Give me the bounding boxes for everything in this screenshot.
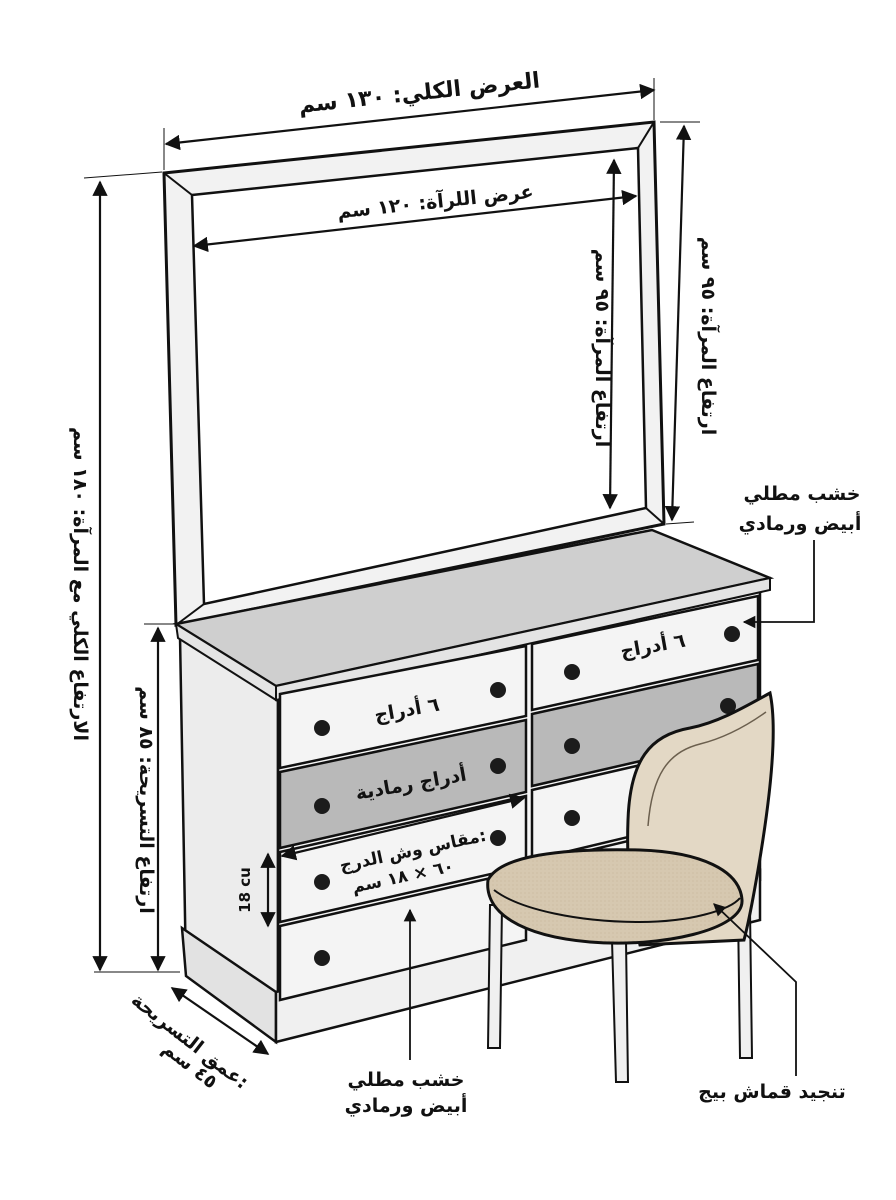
total-height-label: الارتفاع الكلي مع المرآة: ١٨٠ سم [69, 427, 93, 741]
knob [564, 810, 580, 826]
mirror-outer-height-line [664, 124, 692, 522]
drawer-left-4 [278, 868, 528, 1002]
mirror-outer-height-label: ارتفاع المرآة: ٩٥ سم [697, 237, 721, 436]
knob [490, 682, 506, 698]
chair-leg [486, 904, 504, 1049]
leader-upholstery [713, 903, 797, 1076]
knob [564, 738, 580, 754]
knob [564, 664, 580, 680]
knob [724, 626, 740, 642]
wood-right-label-2: أبيض ورمادي [739, 511, 862, 536]
knob [720, 698, 736, 714]
knob [314, 798, 330, 814]
overall-width-label: العرض الكلي: ١٣٠ سم [298, 68, 542, 118]
dresser-height-label: ارتفاع التسريحة: ٨٥ سم [135, 686, 157, 914]
overall-width-line [164, 83, 656, 151]
drawer-front-width-line [280, 793, 526, 861]
wood-bottom-label-1: خشب مطلي [347, 1069, 464, 1091]
drawer-left-1 [278, 644, 528, 770]
drawer-height-label: 18 cu [236, 867, 254, 913]
chair-leg [610, 939, 630, 1083]
leader-wood-right [742, 540, 815, 629]
mirror-inner-height-line [602, 158, 622, 510]
knob [314, 720, 330, 736]
knob [490, 758, 506, 774]
drawer-right-1 [530, 594, 760, 712]
wood-bottom-label-2: أبيض ورمادي [345, 1093, 468, 1118]
wood-right-label-1: خشب مطلي [743, 483, 860, 505]
mirror-width-line [192, 189, 638, 253]
chair [486, 690, 775, 1083]
knob [314, 950, 330, 966]
upholstery-label: تنجيد قماش بيج [698, 1081, 846, 1103]
mirror-inner-height-label: ارتفاع المرآة: ٩٥ سم [591, 249, 615, 448]
knob [314, 874, 330, 890]
chair-seat [486, 848, 744, 945]
depth-line [170, 987, 270, 1055]
callout-leaders [403, 540, 815, 1076]
dimension-lines [83, 78, 700, 1055]
knob [490, 830, 506, 846]
